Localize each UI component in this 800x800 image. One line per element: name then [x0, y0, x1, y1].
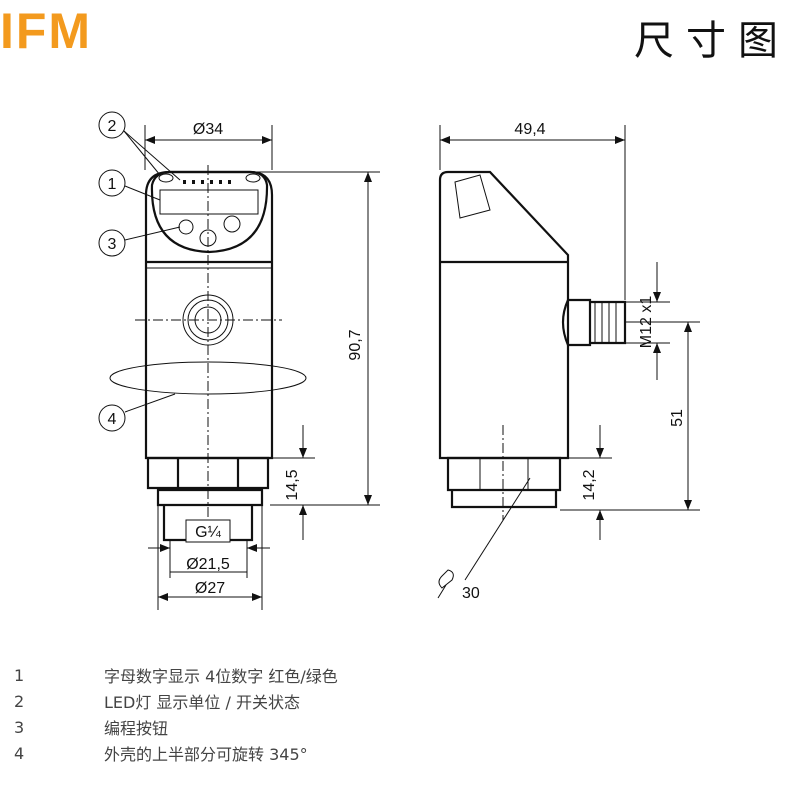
callout-3: 3 — [98, 226, 181, 257]
side-hex-nut — [446, 456, 562, 509]
callout-1: 1 — [98, 169, 161, 201]
side-view: 49,4 M12 x1 51 14,2 30 — [437, 121, 700, 602]
dim-front-diameter: Ø34 — [193, 121, 223, 138]
led-right — [245, 173, 261, 183]
set-button — [178, 219, 194, 235]
dim-thread-length: 14,5 — [284, 469, 301, 500]
callout-4: 4 — [98, 393, 176, 432]
hex-nut — [146, 456, 270, 490]
svg-text:3: 3 — [108, 236, 117, 253]
page-title: 尺寸图 — [634, 18, 790, 64]
dim-height: 90,7 — [347, 329, 364, 360]
dim-outer-diameter: Ø27 — [195, 580, 225, 597]
svg-text:2: 2 — [108, 118, 117, 135]
dim-connector-height: 51 — [669, 409, 686, 427]
svg-text:1: 1 — [108, 176, 117, 193]
front-view: Ø34 90,7 14,5 G¼ Ø21,5 Ø27 2 1 3 4 — [98, 111, 380, 610]
svg-text:4: 4 — [108, 411, 117, 428]
dim-side-width: 49,4 — [514, 121, 545, 138]
dim-side-thread-length: 14,2 — [581, 469, 598, 500]
wrench-icon — [437, 569, 454, 599]
display-window — [159, 189, 259, 215]
ifm-logo: IFM — [0, 3, 93, 59]
dim-wrench-size: 30 — [462, 585, 480, 602]
led-left — [158, 173, 174, 183]
callout-2: 2 — [98, 111, 181, 181]
up-button — [223, 215, 241, 233]
display-face — [150, 170, 269, 254]
dim-inner-diameter: Ø21,5 — [186, 556, 230, 573]
dim-thread: G¼ — [195, 524, 221, 541]
